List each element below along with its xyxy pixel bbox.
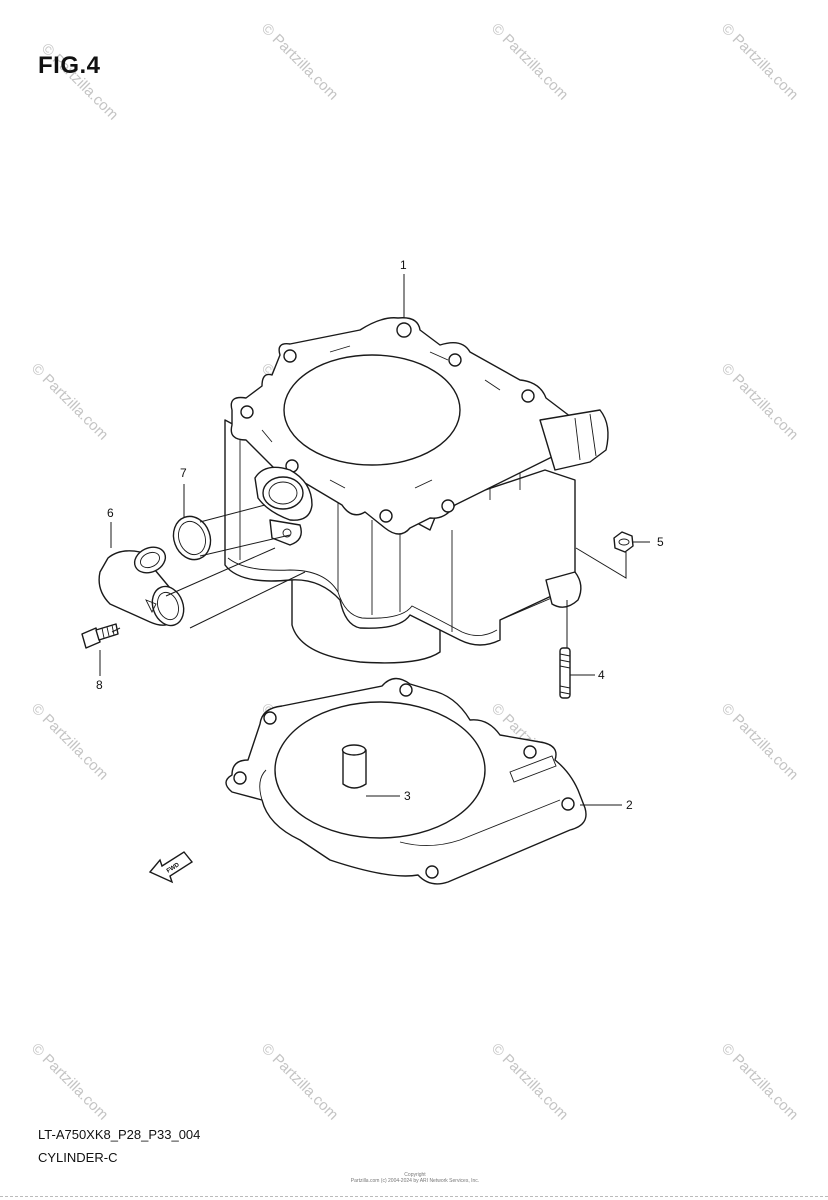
diagram-name: CYLINDER-C (38, 1150, 118, 1165)
callout-2[interactable]: 2 (626, 798, 633, 812)
bolt-part[interactable] (81, 623, 119, 649)
gasket-part[interactable] (225, 677, 587, 885)
diagram-code: LT-A750XK8_P28_P33_004 (38, 1127, 201, 1142)
callout-8[interactable]: 8 (96, 678, 103, 692)
callout-1[interactable]: 1 (400, 258, 407, 272)
dowel-pin-part[interactable] (341, 744, 367, 789)
callout-5[interactable]: 5 (657, 535, 664, 549)
leader-lines (99, 274, 650, 806)
cylinder-part[interactable] (224, 317, 609, 664)
intake-pipe-part[interactable] (98, 542, 189, 630)
figure-title: FIG.4 (38, 52, 101, 79)
callout-4[interactable]: 4 (598, 668, 605, 682)
stud-part[interactable] (559, 647, 571, 699)
copyright-line-1: Copyright (404, 1172, 426, 1178)
callout-3[interactable]: 3 (404, 789, 411, 803)
callout-6[interactable]: 6 (107, 506, 114, 520)
fwd-arrow-icon (148, 851, 194, 884)
copyright-line-2: Partzilla.com (c) 2004-2024 by ARI Netwo… (350, 1178, 480, 1184)
callout-7[interactable]: 7 (180, 466, 187, 480)
bottom-divider (0, 1196, 828, 1197)
copyright-notice: Copyright Partzilla.com (c) 2004-2024 by… (300, 1172, 530, 1184)
nut-part[interactable] (613, 531, 634, 553)
